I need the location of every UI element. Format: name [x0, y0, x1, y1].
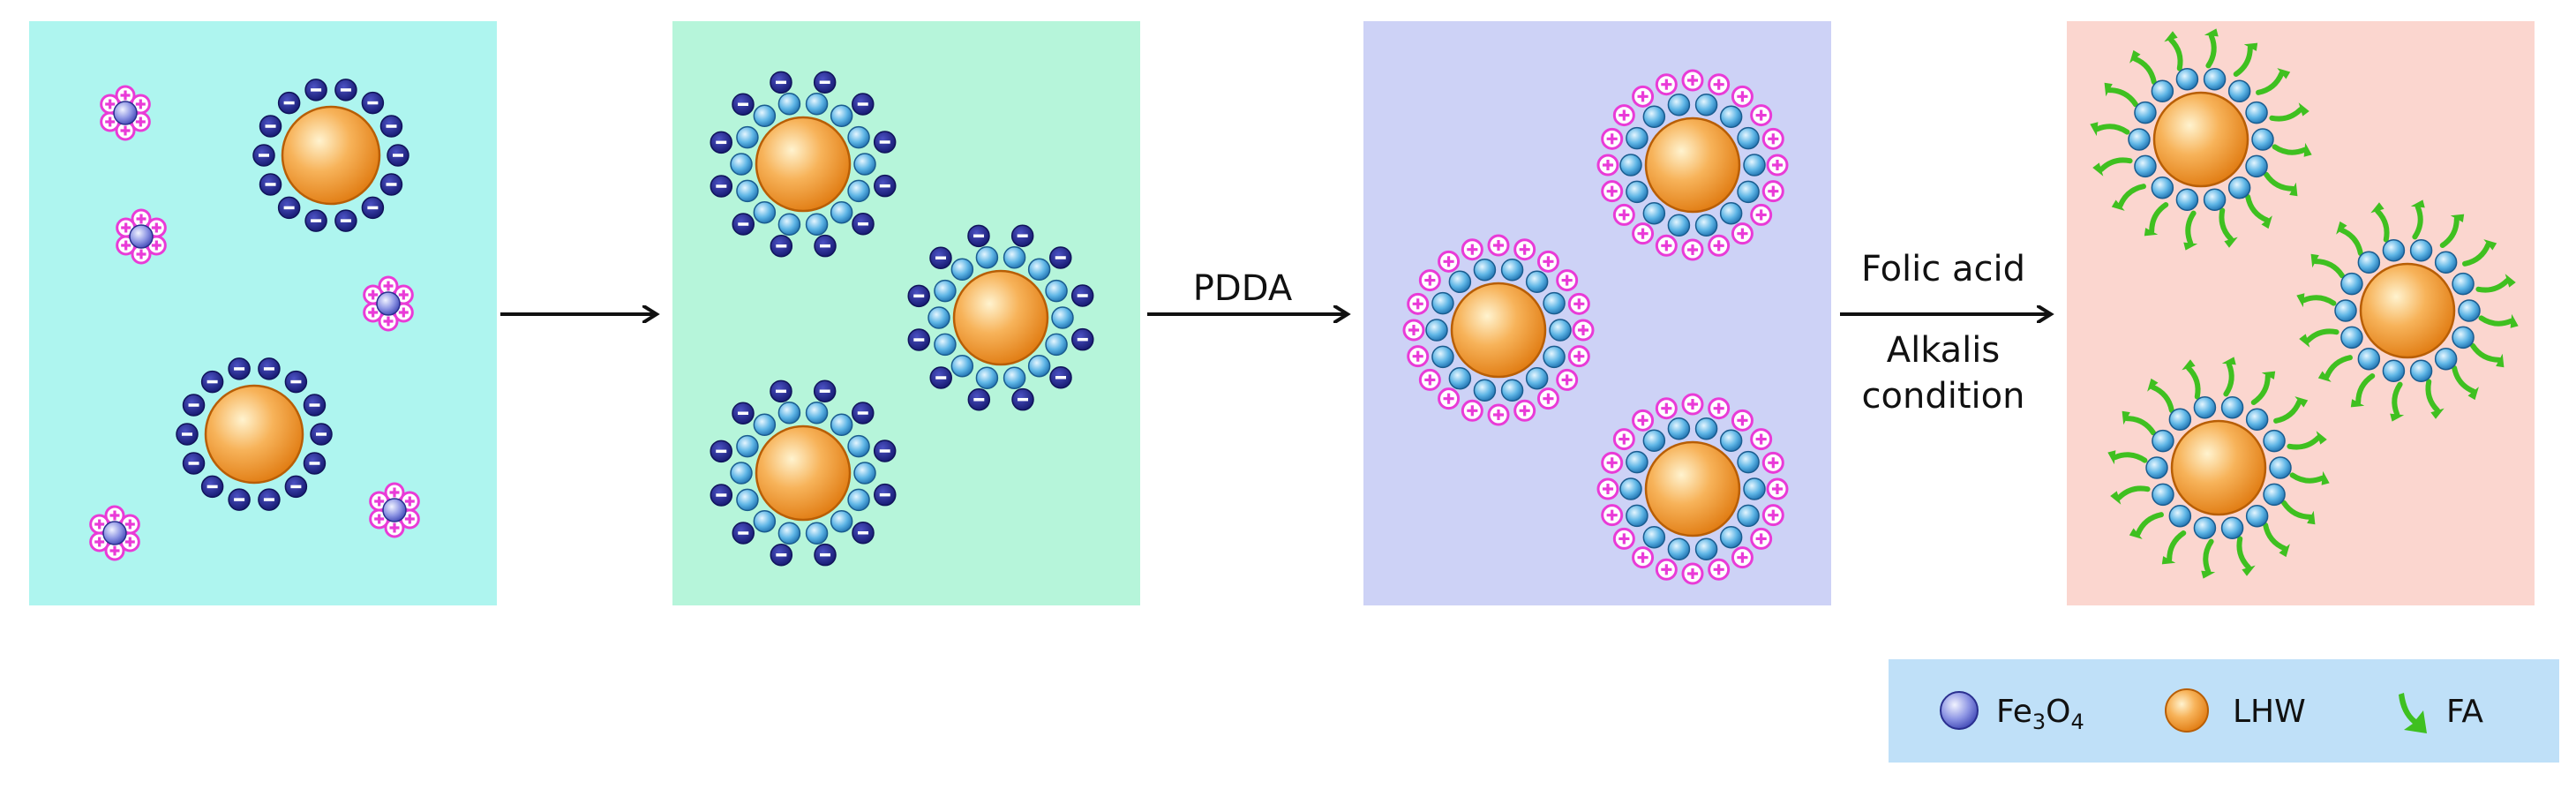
legend-item-lhw: LHW	[2165, 688, 2306, 733]
fe3o4-positive-cluster	[369, 482, 420, 538]
legend-item-fa: FA	[2399, 693, 2483, 733]
legend-label-lhw: LHW	[2233, 694, 2306, 730]
fe3o4-positive-cluster	[89, 505, 140, 561]
step-arrow-3: Folic acid Alkalis condition	[1840, 249, 2049, 417]
fe3o4-particle-icon	[1940, 691, 1979, 730]
lhw-fe3o4-pdda-particle	[1596, 69, 1789, 261]
legend-box	[1889, 659, 2559, 763]
fe3o4-positive-cluster	[100, 85, 151, 141]
fe3o4-positive-cluster	[363, 275, 414, 332]
step-label-pdda: PDDA	[1193, 268, 1293, 309]
step-label-condition: condition	[1862, 376, 2025, 417]
lhw-fe3o4-negative-particle	[907, 224, 1094, 411]
lhw-fe3o4-fa-particle	[2296, 199, 2519, 422]
step-arrow-2: PDDA	[1147, 268, 1346, 314]
lhw-fe3o4-fa-particle	[2090, 28, 2312, 251]
step-label-folic-acid: Folic acid	[1861, 249, 2025, 289]
lhw-negative-particle	[176, 357, 333, 511]
lhw-particle-icon	[2165, 688, 2209, 733]
lhw-negative-particle	[252, 79, 409, 232]
legend-label-fe3o4: Fe3O4	[1996, 694, 2084, 734]
step-label-alkalis: Alkalis	[1887, 330, 2001, 371]
lhw-fe3o4-fa-particle	[2107, 357, 2330, 579]
legend-item-fe3o4: Fe3O4	[1940, 691, 2084, 734]
lhw-fe3o4-negative-particle	[710, 379, 897, 567]
lhw-fe3o4-pdda-particle	[1596, 393, 1789, 585]
fe3o4-positive-cluster	[116, 208, 167, 265]
lhw-fe3o4-negative-particle	[710, 71, 897, 258]
folic-acid-icon	[2399, 693, 2427, 733]
legend-label-fa: FA	[2446, 694, 2483, 730]
lhw-fe3o4-pdda-particle	[1402, 234, 1595, 426]
